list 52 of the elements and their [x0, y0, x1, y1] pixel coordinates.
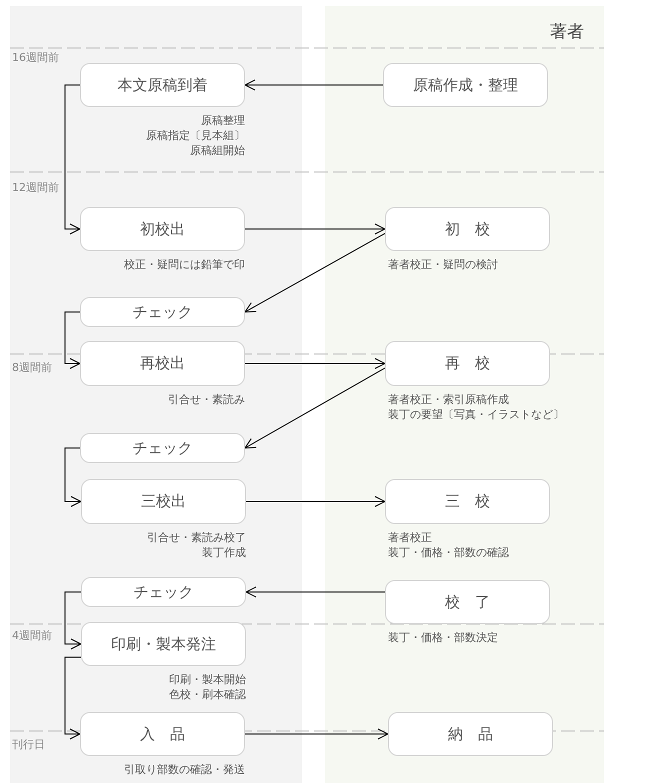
- column-band: [325, 6, 604, 783]
- process-box: 初校出: [80, 207, 245, 251]
- week-label: 4週間前: [12, 628, 52, 643]
- note-text: 著者校正・索引原稿作成: [388, 392, 509, 407]
- process-box: 印刷・製本発注: [81, 622, 246, 666]
- note-text: 著者校正・疑問の検討: [388, 257, 498, 272]
- arrow: [244, 728, 388, 740]
- process-box: 三 校: [385, 479, 550, 524]
- note-text: 引取り部数の確認・発送: [124, 762, 245, 777]
- note-text: 装丁・価格・部数決定: [388, 630, 498, 645]
- process-box: 本文原稿到着: [80, 63, 245, 107]
- column-heading: 著者: [550, 21, 584, 43]
- week-label: 刊行日: [12, 737, 45, 752]
- note-text: 著者校正: [388, 530, 432, 545]
- process-box: 再校出: [80, 341, 245, 386]
- week-label: 16週間前: [12, 50, 59, 65]
- note-text: 原稿指定〔見本組〕: [146, 128, 245, 143]
- process-box: 入 品: [80, 712, 245, 756]
- note-text: 原稿整理: [201, 113, 245, 128]
- arrow: [244, 232, 386, 312]
- process-box: チェック: [80, 433, 245, 463]
- arrow: [246, 496, 386, 507]
- note-text: 印刷・製本開始: [169, 672, 246, 687]
- column-band: [10, 6, 302, 783]
- note-text: 装丁の要望〔写真・イラストなど〕: [388, 407, 564, 422]
- note-text: 校正・疑問には鉛筆で印: [124, 257, 245, 272]
- process-box: 三校出: [81, 479, 246, 524]
- process-box: 納 品: [388, 712, 553, 756]
- arrow: [64, 592, 82, 650]
- week-label: 8週間前: [12, 360, 52, 375]
- process-box: チェック: [80, 297, 245, 327]
- process-box: チェック: [81, 577, 246, 607]
- note-text: 引合せ・素読み校了: [147, 530, 246, 545]
- process-box: 再 校: [385, 341, 550, 386]
- week-label: 12週間前: [12, 180, 59, 195]
- arrow: [64, 656, 82, 740]
- note-text: 原稿組開始: [190, 143, 245, 158]
- arrow: [64, 448, 82, 507]
- note-text: 装丁・価格・部数の確認: [388, 545, 509, 560]
- arrow: [246, 586, 386, 598]
- arrow: [244, 368, 386, 448]
- arrow: [64, 84, 80, 234]
- process-box: 校 了: [385, 580, 550, 624]
- note-text: 引合せ・素読み: [168, 392, 245, 407]
- arrow: [244, 80, 384, 90]
- arrow: [244, 358, 386, 369]
- arrow: [64, 312, 80, 369]
- process-box: 原稿作成・整理: [383, 63, 548, 107]
- arrow: [244, 224, 386, 234]
- note-text: 装丁作成: [202, 545, 246, 560]
- note-text: 色校・刷本確認: [169, 687, 246, 702]
- process-box: 初 校: [385, 207, 550, 251]
